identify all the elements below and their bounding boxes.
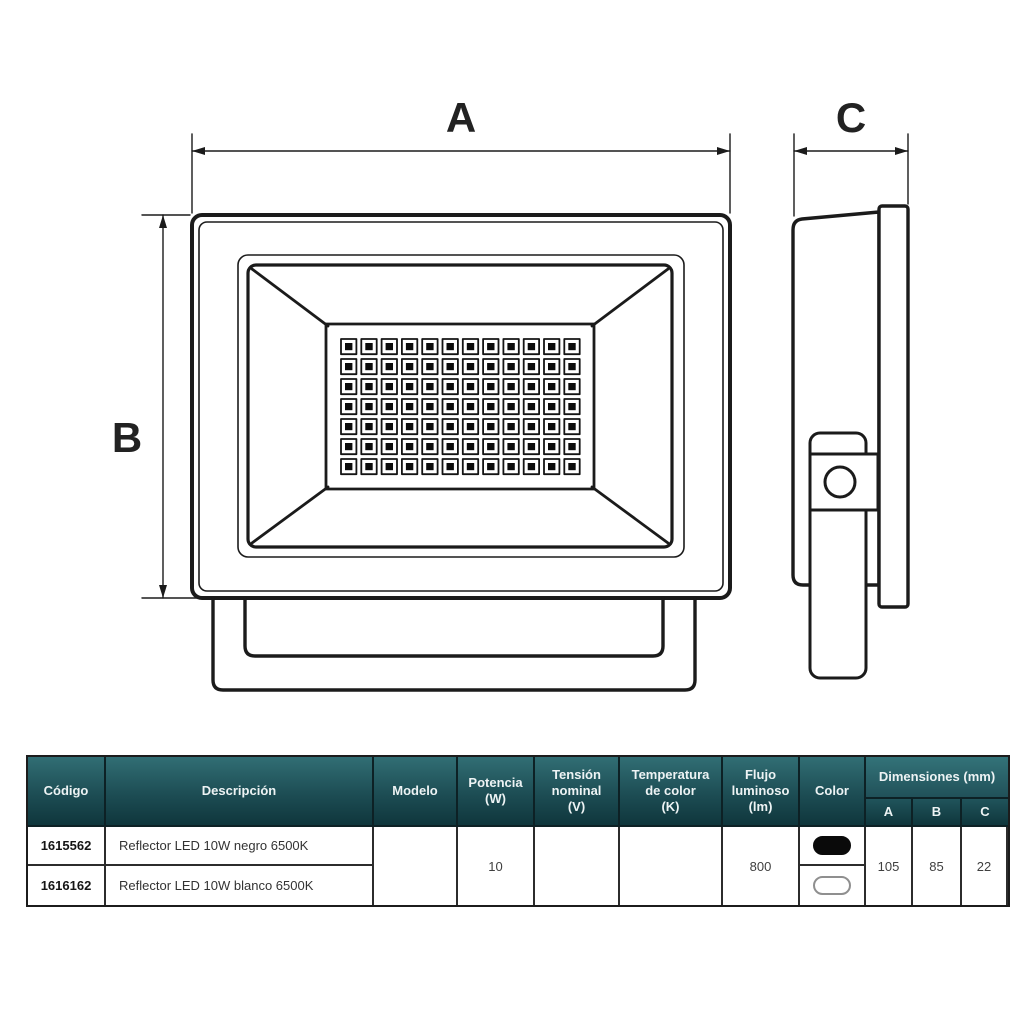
floodlight-body-inner-line <box>198 221 724 592</box>
cell-descripcion-1: Reflector LED 10W negro 6500K <box>106 827 374 866</box>
header-modelo: Modelo <box>374 757 458 827</box>
header-tension: Tensión nominal (V) <box>535 757 620 827</box>
header-dim-a: A <box>866 799 913 827</box>
header-temperatura: Temperatura de color (K) <box>620 757 723 827</box>
header-color: Color <box>800 757 866 827</box>
cell-temperatura <box>620 827 723 905</box>
spec-table: Código Descripción Modelo Potencia (W) T… <box>26 755 1010 907</box>
side-view <box>791 204 910 680</box>
cell-flujo: 800 <box>723 827 800 905</box>
side-front-frame <box>877 204 910 609</box>
dimension-c: C <box>793 94 909 217</box>
cell-dim-a: 105 <box>866 827 913 905</box>
reflector-diagonal-tl <box>250 267 330 328</box>
led-grid <box>340 338 581 476</box>
dim-c-arrow-right <box>895 147 908 155</box>
cell-tension <box>535 827 620 905</box>
header-potencia: Potencia (W) <box>458 757 535 827</box>
cell-color-negro <box>800 827 866 866</box>
cell-dim-c: 22 <box>962 827 1008 905</box>
header-dim-b: B <box>913 799 962 827</box>
reflector-diagonal-tr <box>590 267 670 328</box>
reflector-diagonal-bl <box>250 485 330 545</box>
reflector-frame-inner <box>246 263 674 549</box>
floodlight-body-outline <box>190 213 732 600</box>
header-dimensiones: Dimensiones (mm) <box>866 757 1008 799</box>
cell-dim-b: 85 <box>913 827 962 905</box>
cell-modelo <box>374 827 458 905</box>
header-dim-c: C <box>962 799 1008 827</box>
header-codigo: Código <box>28 757 106 827</box>
cell-codigo-1: 1615562 <box>28 827 106 866</box>
dim-a-arrow-right <box>717 147 730 155</box>
cell-color-blanco <box>800 866 866 905</box>
color-swatch-negro <box>813 836 851 855</box>
dim-b-arrow-bottom <box>159 585 167 598</box>
dim-a-label: A <box>446 94 476 141</box>
dimension-b: B <box>112 214 212 599</box>
dim-c-arrow-left <box>794 147 807 155</box>
led-panel <box>324 322 596 491</box>
mounting-bracket-inner <box>243 596 665 658</box>
side-knob-screw <box>823 465 857 499</box>
mounting-bracket-outer <box>211 596 697 692</box>
cell-codigo-2: 1616162 <box>28 866 106 905</box>
front-view <box>190 213 732 692</box>
color-swatch-blanco <box>813 876 851 895</box>
reflector-diagonal-br <box>590 485 670 545</box>
cell-descripcion-2: Reflector LED 10W blanco 6500K <box>106 866 374 905</box>
dim-c-label: C <box>836 94 866 141</box>
header-descripcion: Descripción <box>106 757 374 827</box>
dim-b-arrow-top <box>159 215 167 228</box>
cell-potencia: 10 <box>458 827 535 905</box>
reflector-frame-outer <box>237 254 685 558</box>
header-flujo: Flujo luminoso (lm) <box>723 757 800 827</box>
dim-a-arrow-left <box>192 147 205 155</box>
dimension-a: A <box>191 94 731 214</box>
dim-b-label: B <box>112 414 142 461</box>
